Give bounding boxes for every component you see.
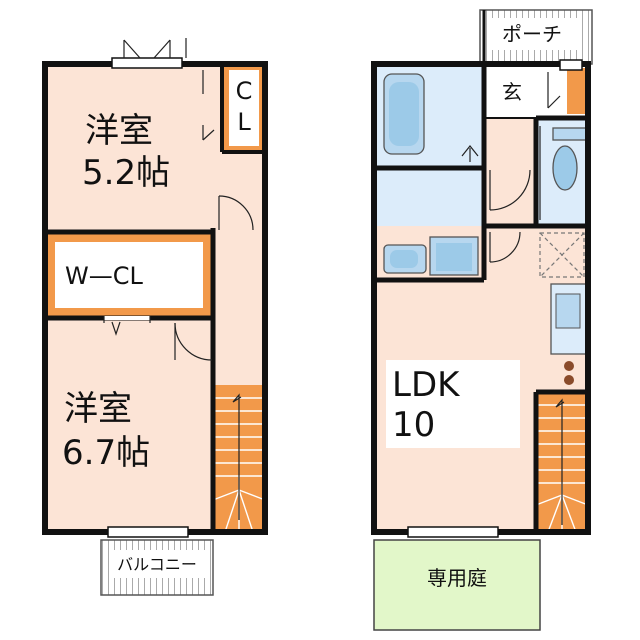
shoe-storage: [567, 68, 588, 114]
bedroom-upper-size: 5.2帖: [82, 153, 170, 193]
ldk-name: LDK: [392, 365, 461, 405]
balcony-door-2f: [123, 38, 187, 59]
bedroom-lower-name: 洋室: [64, 389, 132, 429]
floor-2: バルコニー 洋室 5.2帖 C L W—CL 洋室 6.7帖: [42, 38, 268, 596]
stairs-2f: [212, 385, 266, 533]
stairs-1f: [535, 392, 589, 533]
closet-letter-l: L: [237, 108, 251, 136]
bedroom-upper-name: 洋室: [85, 111, 153, 151]
bedroom-lower-size: 6.7帖: [62, 433, 150, 473]
private-garden: [373, 539, 541, 631]
private-garden-label: 専用庭: [427, 566, 487, 590]
ldk-size: 10: [392, 405, 435, 445]
ldk-label-area: [386, 360, 520, 448]
bedroom-lower: [45, 318, 213, 532]
balcony-label: バルコニー: [117, 555, 197, 574]
closet-letter-c: C: [236, 77, 253, 105]
hallway-1f: [484, 118, 536, 226]
refrigerator-space: [539, 232, 585, 278]
porch-label: ポーチ: [502, 22, 562, 46]
entrance-label: 玄: [502, 80, 522, 104]
walk-in-closet-label: W—CL: [65, 262, 143, 290]
floor-1: ポーチ: [371, 9, 593, 631]
